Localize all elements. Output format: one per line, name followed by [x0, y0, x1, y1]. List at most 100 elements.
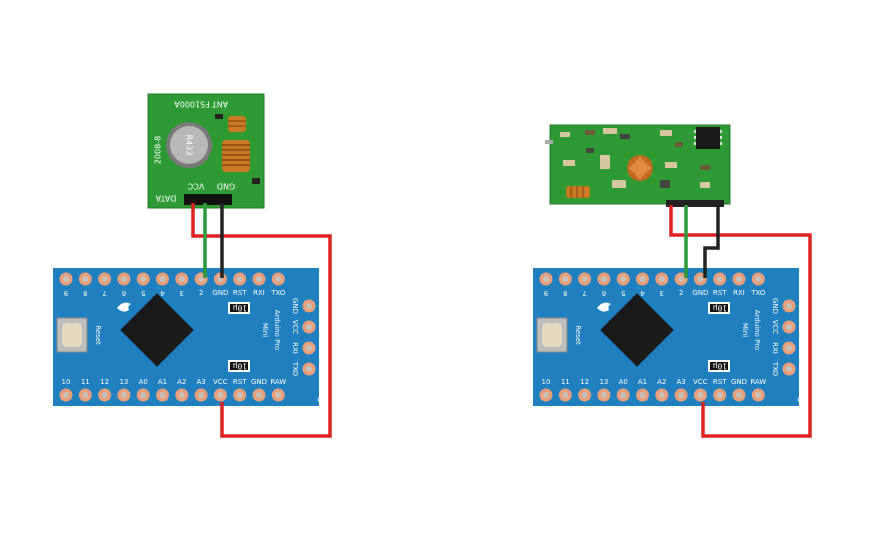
crystal-label: R433 [185, 135, 194, 156]
pin-label-top: RST [713, 289, 727, 297]
pin-label-bottom: VCC [693, 378, 708, 386]
tx-pin-gnd-label: GND [217, 182, 235, 191]
pin-label-bottom: A2 [657, 378, 666, 386]
tx-pin-data-label: DATA [155, 194, 176, 203]
pin-label-top: 3 [180, 289, 184, 297]
pin-pad-bottom [213, 388, 227, 402]
pin-pad-top [59, 272, 73, 286]
pin-pad-bottom [252, 388, 266, 402]
pin-label-right: TXO [771, 361, 779, 377]
pin-label-top: GND [212, 289, 228, 297]
pin-label-right: GND [291, 298, 299, 314]
pin-pad-top [578, 272, 592, 286]
pin-label-top: 9 [64, 289, 68, 297]
pin-label-bottom: 12 [580, 378, 589, 386]
pin-label-top: 2 [679, 289, 683, 297]
pin-label-top: RXI [733, 289, 745, 297]
pin-pad-bottom [156, 388, 169, 402]
wires-left [191, 203, 332, 438]
pin-pad-right [302, 320, 316, 334]
module-model: FS1000A [174, 100, 210, 109]
board-name-mini: Mini [261, 323, 269, 337]
receiver-module [545, 124, 731, 207]
pin-pad-top [558, 272, 572, 286]
pin-pad-top [636, 272, 649, 286]
microcontroller-chip [600, 293, 674, 367]
pin-pad-right [302, 299, 316, 313]
wire-vcc-right [669, 205, 812, 438]
grn-label: GRN [317, 396, 333, 404]
blk-label: BLK [798, 272, 812, 280]
pin-pad-bottom [271, 388, 285, 402]
pin-label-top: 6 [121, 289, 126, 297]
pin-pad-bottom [136, 388, 150, 402]
pin-label-top: 5 [141, 289, 145, 297]
pin-label-bottom: GND [731, 378, 747, 386]
pin-label-right: VCC [771, 320, 779, 335]
pin-pad-top [597, 272, 611, 286]
capacitor [708, 302, 730, 314]
board-name: Arduino Pro [753, 310, 761, 350]
pin-pad-right [782, 320, 796, 334]
pin-label-bottom: GND [251, 378, 267, 386]
pin-pad-top [175, 272, 189, 286]
pin-pad-bottom [674, 388, 688, 402]
pin-label-bottom: 13 [119, 378, 128, 386]
pin-label-bottom: A3 [676, 378, 685, 386]
logo-icon [117, 302, 131, 312]
capacitor [708, 360, 730, 372]
grn-label: GRN [797, 396, 813, 404]
pin-label-top: TXO [750, 289, 766, 297]
capacitor [228, 360, 250, 372]
pin-pad-right [782, 341, 796, 355]
pin-label-top: 4 [160, 289, 165, 297]
pin-pad-right [302, 362, 316, 376]
pin-label-top: 5 [621, 289, 625, 297]
pin-pad-bottom [175, 388, 189, 402]
pin-label-bottom: A1 [638, 378, 647, 386]
pin-label-top: RXI [253, 289, 265, 297]
pin-label-top: 2 [199, 289, 203, 297]
pin-label-bottom: A0 [139, 378, 148, 386]
pin-label-right: GND [771, 298, 779, 314]
pin-pad-top [655, 272, 669, 286]
pin-pad-bottom [597, 388, 611, 402]
capacitor [228, 302, 250, 314]
pin-label-bottom: 10 [542, 378, 551, 386]
pin-label-bottom: A2 [177, 378, 186, 386]
pin-pad-right [782, 299, 796, 313]
pin-pad-bottom [616, 388, 630, 402]
pin-label-right: RXI [291, 342, 299, 354]
receiver-pin-header [666, 200, 724, 207]
pin-label-bottom: A3 [196, 378, 205, 386]
pin-label-bottom: RST [713, 378, 727, 386]
pin-pad-right [782, 362, 796, 376]
wire-vcc-left [191, 203, 332, 438]
pin-pad-bottom [636, 388, 649, 402]
pin-label-bottom: A0 [619, 378, 628, 386]
board-name-mini: Mini [741, 323, 749, 337]
pin-label-bottom: 11 [561, 378, 570, 386]
pin-label-top: TXO [270, 289, 286, 297]
pin-pad-bottom [98, 388, 112, 402]
pin-pad-bottom [578, 388, 592, 402]
pin-pad-top [539, 272, 553, 286]
receiver-coil [566, 186, 590, 198]
pin-label-bottom: 10 [62, 378, 71, 386]
capacitor-label: 10μ [713, 304, 728, 313]
pin-label-right: TXO [291, 361, 299, 377]
transmitter-module: R433 FS1000A ANT 2008-8 DATA VCC GND [147, 93, 265, 209]
pin-label-top: GND [692, 289, 708, 297]
pin-label-bottom: 11 [81, 378, 90, 386]
logo-icon [597, 302, 611, 312]
pin-pad-bottom [751, 388, 765, 402]
pin-label-right: VCC [291, 320, 299, 335]
pin-pad-top [233, 272, 247, 286]
reset-button[interactable] [536, 317, 568, 353]
pin-pad-bottom [732, 388, 746, 402]
pin-pad-bottom [233, 388, 247, 402]
pin-pad-top [713, 272, 727, 286]
reset-button[interactable] [56, 317, 88, 353]
